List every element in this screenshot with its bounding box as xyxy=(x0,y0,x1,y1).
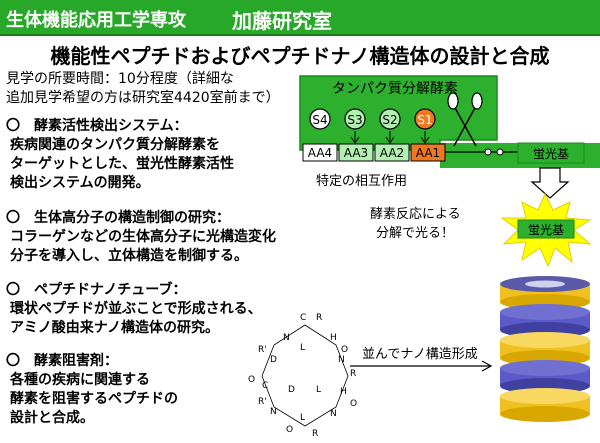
ring-atom: C xyxy=(300,313,306,323)
site-label: S1 xyxy=(417,113,432,127)
residue-label: AA2 xyxy=(380,146,404,160)
section-line: 酵素を阻害するペプチドの xyxy=(10,391,178,407)
burst-fluorophore-box xyxy=(517,219,575,239)
nanotube-label: 並んでナノ構造形成 xyxy=(362,347,478,362)
ring-atom: R xyxy=(312,429,318,439)
visit-time-line2: 追加見学希望の方は研究室4420室前まで） xyxy=(6,90,280,106)
site-label: S2 xyxy=(382,113,397,127)
bind-arrow xyxy=(420,131,430,144)
site-circle xyxy=(414,108,436,130)
page-title: 機能性ペプチドおよびペプチドナノ構造体の設計と合成 xyxy=(50,44,550,68)
ring-atom: D xyxy=(288,385,295,395)
bind-arrow xyxy=(385,131,395,144)
ring-bonds xyxy=(261,324,349,427)
ring-atom: R' xyxy=(258,345,267,355)
burst-fluorophore-label: 蛍光基 xyxy=(528,223,564,237)
chain-node xyxy=(496,148,504,156)
residue-box xyxy=(302,143,338,162)
ring-atom: R xyxy=(316,313,322,323)
ring-atom: D xyxy=(270,355,277,365)
section-line: 分子を導入し、立体構造を制御する。 xyxy=(10,248,248,264)
chain-node xyxy=(484,148,492,156)
site-label: S3 xyxy=(347,113,362,127)
reaction-text-line2: 分解で光る！ xyxy=(376,226,454,241)
site-circle xyxy=(344,108,366,130)
ring-atom: N xyxy=(338,355,345,365)
section-line: 疾病関連のタンパク質分解酵素を xyxy=(10,137,220,153)
ring-atom: C xyxy=(262,381,268,391)
section-line: コラーゲンなどの生体高分子に光構造変化 xyxy=(10,229,276,245)
residue-label: AA3 xyxy=(344,146,368,160)
nanotube-stack xyxy=(500,276,590,422)
section-heading-enzyme-detection: 〇 酵素活性検出システム： xyxy=(6,118,188,134)
site-label: S4 xyxy=(312,113,327,127)
section-line: 検出システムの開発。 xyxy=(10,175,150,191)
visit-time-line1: 見学の所要時間：10分程度（詳細な xyxy=(6,71,234,87)
ring-atom: L xyxy=(300,343,305,353)
down-arrow-icon xyxy=(530,167,570,199)
fluorophore-label: 蛍光基 xyxy=(533,147,569,161)
section-line: 環状ペプチドが並ぶことで形成される、 xyxy=(10,301,262,317)
residue-label: AA1 xyxy=(416,146,440,160)
interaction-label: 特定の相互作用 xyxy=(316,174,407,189)
arrowhead-icon xyxy=(481,360,493,372)
ring-atom: O xyxy=(341,345,348,355)
scissors-icon xyxy=(447,92,483,147)
fluorophore-box xyxy=(517,142,585,164)
section-line: アミノ酸由来ナノ構造体の研究。 xyxy=(10,320,220,336)
reaction-text-line1: 酵素反応による xyxy=(370,207,461,222)
tube-ring xyxy=(500,388,590,422)
section-heading-nanotube: 〇 ペプチドナノチューブ： xyxy=(6,282,187,298)
lab-name: 加藤研究室 xyxy=(232,9,332,33)
ring-atom: N xyxy=(270,407,277,417)
ring-atom: R' xyxy=(258,397,267,407)
residue-label: AA4 xyxy=(308,146,332,160)
ring-atom: N xyxy=(283,333,290,343)
site-circle xyxy=(309,108,331,130)
ring-atom: R xyxy=(350,369,356,379)
cyclic-peptide-structure: C R N H L O R' D N R O C D L H R' O N N … xyxy=(248,313,357,439)
ring-atom: H xyxy=(340,387,347,397)
ring-atom: L xyxy=(300,413,305,423)
site-circle xyxy=(379,108,401,130)
enzyme-label: タンパク質分解酵素 xyxy=(332,81,458,97)
ring-atom: O xyxy=(350,399,357,409)
ring-atom: O xyxy=(286,425,293,435)
ring-atom: H xyxy=(330,333,337,343)
ring-atom: N xyxy=(330,409,337,419)
section-line: 各種の疾病に関連する xyxy=(10,372,150,388)
department-name: 生体機能応用工学専攻 xyxy=(6,10,186,31)
enzyme-diagram: タンパク質分解酵素 S4 S3 S2 S1 AA4 AA3 AA2 AA1 蛍光… xyxy=(299,75,600,268)
section-line: 設計と合成。 xyxy=(10,410,94,426)
residue-box xyxy=(338,143,374,162)
section-heading-inhibitor: 〇 酵素阻害剤： xyxy=(6,353,118,369)
bind-arrow xyxy=(350,131,360,144)
ring-atom: L xyxy=(316,385,321,395)
section-heading-structure-control: 〇 生体高分子の構造制御の研究： xyxy=(6,210,230,226)
section-line: ターゲットとした、蛍光性酵素活性 xyxy=(10,156,234,172)
ring-atom: O xyxy=(248,375,255,385)
residue-box xyxy=(374,143,410,162)
header-bar xyxy=(0,0,600,36)
